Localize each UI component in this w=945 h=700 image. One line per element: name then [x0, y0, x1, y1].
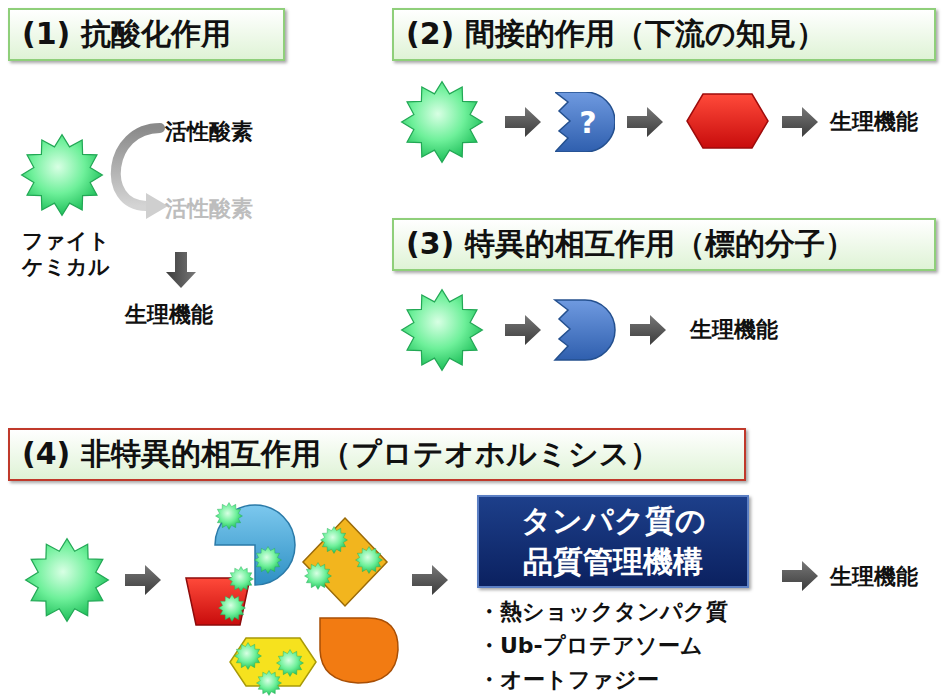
bullet-item: ・Ub-プロテアソーム: [478, 631, 703, 661]
panel-heading: (4) 非特異的相互作用（プロテオホルミシス）: [8, 428, 746, 481]
unknown-target-shape: ?: [555, 92, 615, 152]
ros-label-faded: 活性酸素: [165, 194, 253, 224]
panel-heading: (3) 特異的相互作用（標的分子）: [392, 218, 936, 271]
phytochemical-label: ファイト ケミカル: [10, 228, 122, 281]
panel-heading: (1) 抗酸化作用: [8, 8, 285, 61]
panel-heading: (2) 間接的作用（下流の知見）: [392, 8, 936, 61]
function-label: 生理機能: [830, 107, 918, 137]
quality-control-box-text: タンパク質の 品質管理機構: [506, 501, 721, 582]
ros-label: 活性酸素: [165, 117, 253, 147]
bullet-item: ・オートファジー: [478, 665, 659, 695]
function-label: 生理機能: [690, 315, 778, 345]
panel-heading-text: (3) 特異的相互作用（標的分子）: [406, 224, 855, 265]
quality-control-box: タンパク質の 品質管理機構: [477, 495, 749, 588]
panel-heading-text: (4) 非特異的相互作用（プロテオホルミシス）: [22, 434, 660, 475]
unknown-target-shape-text: ?: [573, 105, 596, 140]
function-label: 生理機能: [125, 300, 213, 330]
panel-heading-text: (1) 抗酸化作用: [22, 14, 231, 55]
function-label: 生理機能: [830, 562, 918, 592]
bullet-item: ・熱ショックタンパク質: [478, 597, 728, 627]
panel-heading-text: (2) 間接的作用（下流の知見）: [406, 14, 826, 55]
